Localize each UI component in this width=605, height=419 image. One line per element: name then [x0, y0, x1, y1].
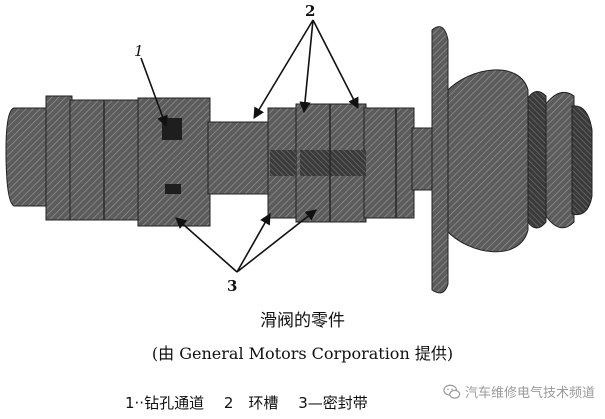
flared-end	[431, 26, 593, 294]
land-with-drilled-passage	[137, 97, 211, 227]
legend-item-drilled-passage: 1··钻孔通道	[125, 394, 205, 412]
left-end-section	[5, 95, 141, 221]
callout-1: 1	[134, 42, 144, 60]
spool-valve-figure: 1 2 3	[5, 2, 593, 295]
grooved-section	[267, 103, 415, 223]
legend-item-groove: 2 环槽	[223, 394, 279, 412]
figure-legend: 1··钻孔通道 2 环槽 3—密封带	[125, 392, 368, 413]
spool-stem	[207, 121, 271, 195]
wechat-icon	[443, 384, 461, 399]
legend-item-seal-band: 3—密封带	[298, 394, 368, 412]
watermark-text: 汽车维修电气技术频道	[464, 386, 595, 401]
callout-3: 3	[227, 277, 237, 295]
watermark: 汽车维修电气技术频道	[443, 382, 595, 401]
callout-2: 2	[305, 2, 315, 20]
figure-title: 滑阀的零件	[260, 311, 345, 331]
figure-source: (由 General Motors Corporation 提供)	[151, 344, 454, 363]
callout-lines	[140, 19, 359, 273]
